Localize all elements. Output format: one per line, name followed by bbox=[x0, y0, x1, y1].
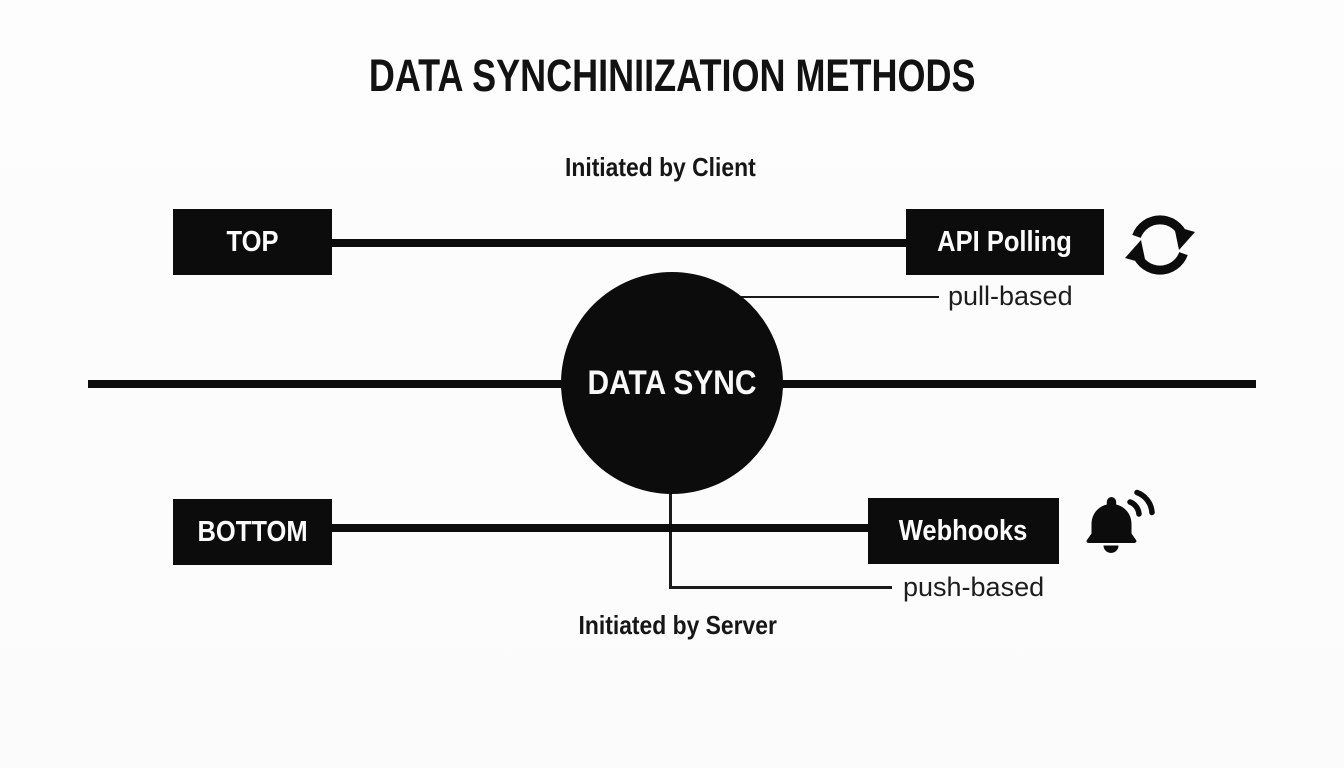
push-based-label: push-based bbox=[903, 572, 1045, 602]
server-section-label: Initiated by Server bbox=[578, 610, 778, 640]
sync-refresh-icon bbox=[1122, 208, 1198, 287]
top-connector-line bbox=[331, 239, 906, 247]
page-title: DATA SYNCHINIIZATION METHODS bbox=[0, 50, 1344, 102]
data-sync-circle: DATA SYNC bbox=[561, 272, 783, 494]
api-polling-node-box: API Polling bbox=[906, 209, 1104, 275]
client-section-label: Initiated by Client bbox=[564, 152, 756, 182]
bottom-node-label: BOTTOM bbox=[197, 515, 308, 548]
pull-annotation-line bbox=[736, 296, 939, 298]
notification-bell-icon bbox=[1082, 487, 1160, 570]
bottom-node-box: BOTTOM bbox=[173, 499, 332, 565]
api-polling-node-label: API Polling bbox=[937, 225, 1073, 258]
pull-based-label: pull-based bbox=[948, 281, 1073, 311]
data-sync-label: DATA SYNC bbox=[587, 363, 757, 402]
push-annotation-line-horizontal bbox=[669, 586, 892, 589]
top-node-box: TOP bbox=[173, 209, 332, 275]
top-node-label: TOP bbox=[226, 225, 279, 258]
push-annotation-line-vertical bbox=[669, 489, 672, 589]
page-title-text: DATA SYNCHINIIZATION METHODS bbox=[368, 50, 976, 101]
webhooks-node-box: Webhooks bbox=[868, 498, 1059, 564]
webhooks-node-label: Webhooks bbox=[899, 514, 1028, 547]
bottom-connector-line bbox=[331, 524, 868, 532]
